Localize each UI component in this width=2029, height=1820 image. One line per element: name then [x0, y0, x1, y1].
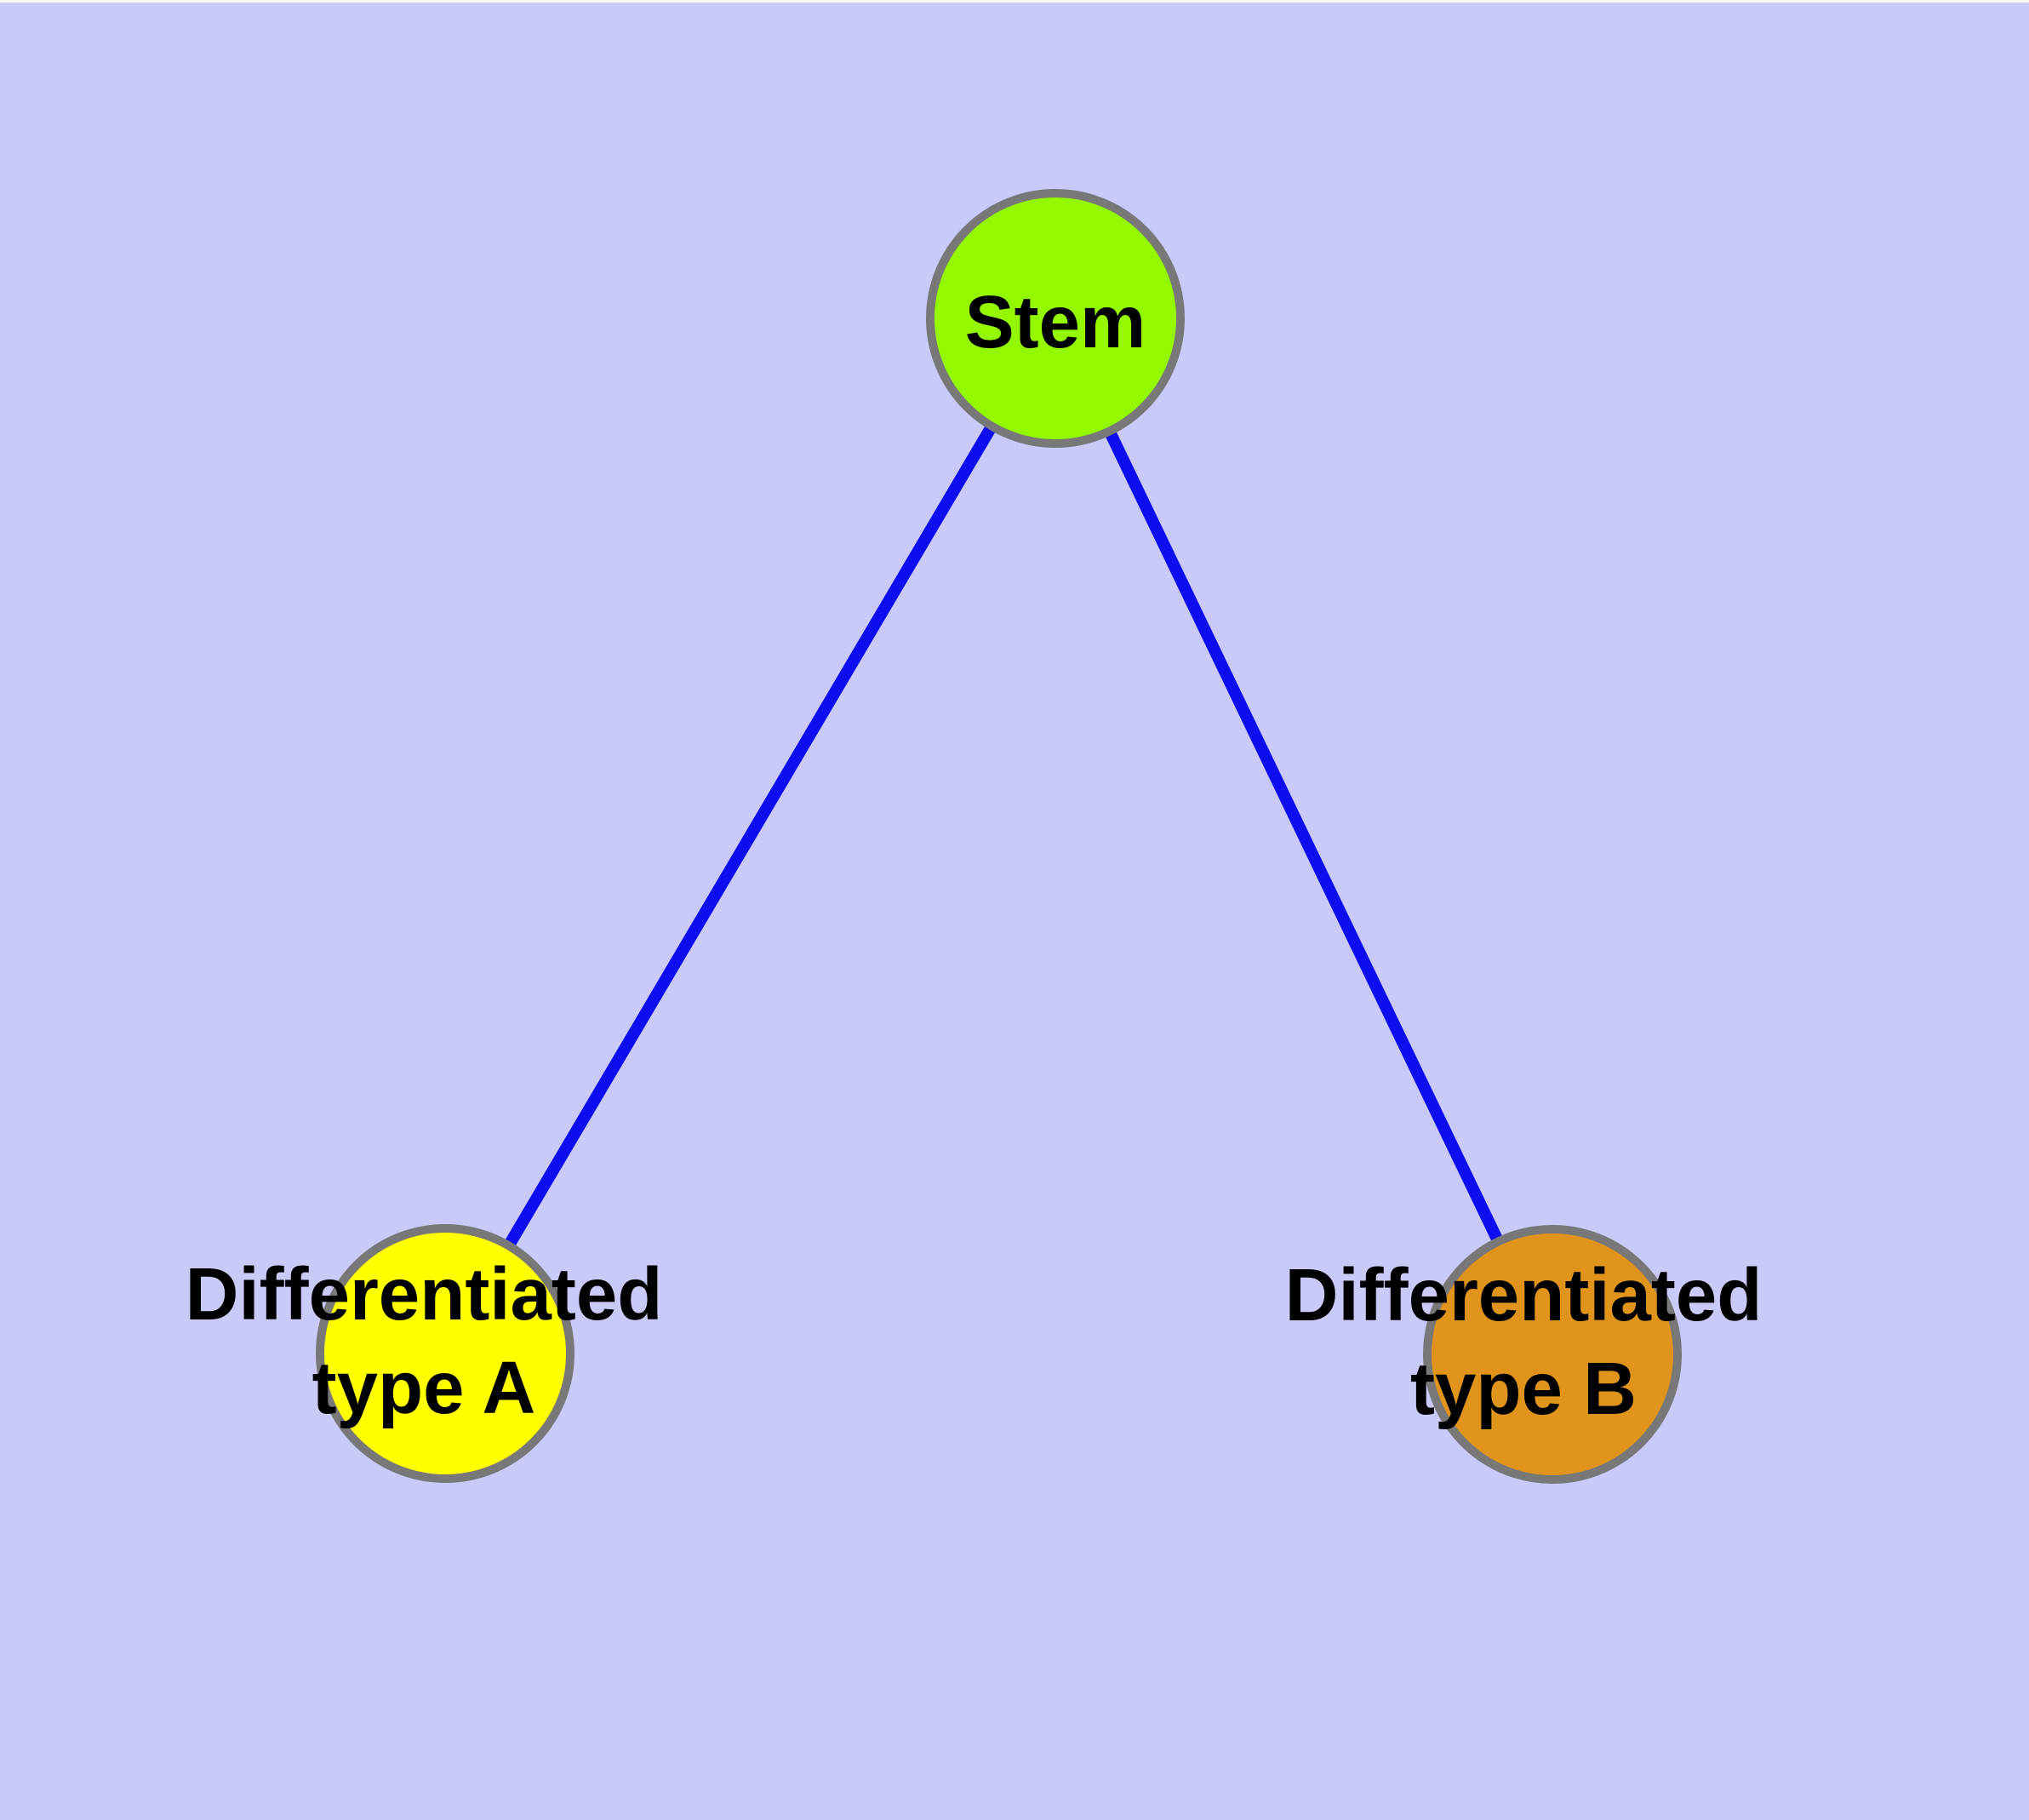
node-differentiated-type-a-label-line1: Differentiated: [186, 1253, 663, 1336]
edge-stem-to-type-b: [1049, 315, 1558, 1358]
node-differentiated-type-a-label-line2: type A: [312, 1347, 536, 1429]
node-stem: [926, 189, 1185, 448]
window-top-edge: [0, 0, 2029, 3]
edge-stem-to-type-a: [439, 315, 1061, 1357]
node-stem-label: Stem: [965, 281, 1146, 363]
node-differentiated-type-a: [316, 1224, 574, 1483]
node-differentiated-type-b-label-line1: Differentiated: [1285, 1254, 1763, 1336]
node-differentiated-type-b-label-line2: type B: [1410, 1348, 1637, 1430]
node-differentiated-type-b: [1423, 1225, 1682, 1484]
